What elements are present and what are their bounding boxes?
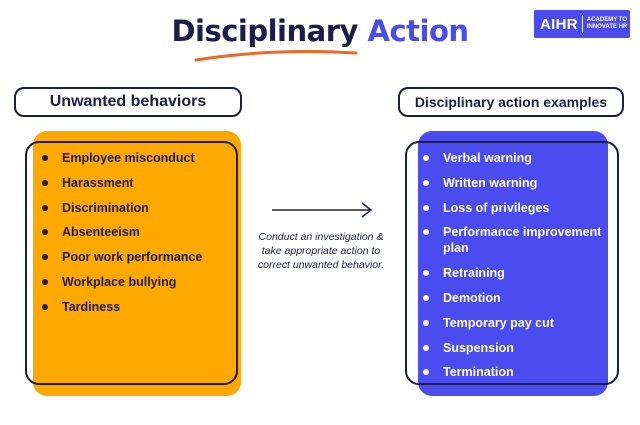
title-underline-swoosh: [194, 50, 358, 62]
list-item-label: Termination: [443, 365, 514, 380]
caption-line-2: take appropriate action to: [261, 245, 381, 257]
unwanted-behaviors-list: Employee misconduct Harassment Discrimin…: [37, 150, 237, 324]
list-item: Workplace bullying: [37, 274, 237, 299]
list-item: Discrimination: [37, 200, 237, 225]
list-item-label: Tardiness: [62, 299, 121, 314]
bullet-icon: [423, 319, 429, 326]
aihr-logo: AIHR ACADEMY TO INNOVATE HR: [534, 10, 630, 38]
list-item: Harassment: [37, 175, 237, 200]
list-item: Verbal warning: [418, 150, 618, 166]
unwanted-behaviors-header: Unwanted behaviors: [14, 87, 242, 117]
logo-tagline-line1: ACADEMY TO: [586, 17, 627, 23]
caption-line-1: Conduct an investigation &: [258, 231, 384, 243]
list-item-label: Temporary pay cut: [443, 315, 554, 330]
list-item: Performance improvement plan: [418, 224, 618, 256]
bullet-icon: [423, 204, 429, 211]
list-item-label: Performance improvement plan: [443, 225, 602, 256]
bullet-icon: [423, 294, 429, 301]
right-arrow-icon: [272, 202, 373, 218]
list-item-label: Harassment: [62, 175, 134, 190]
list-item-label: Discrimination: [62, 200, 149, 215]
caption-line-3: correct unwanted behavior.: [257, 259, 385, 271]
bullet-icon: [42, 155, 48, 161]
list-item-label: Poor work performance: [62, 250, 203, 265]
list-item-label: Demotion: [443, 290, 501, 305]
disciplinary-examples-outline: [405, 141, 619, 385]
list-item-label: Absenteeism: [62, 225, 140, 240]
list-item-label: Written warning: [443, 175, 538, 190]
bullet-icon: [423, 155, 429, 161]
list-item-label: Retraining: [443, 266, 505, 281]
logo-tagline: ACADEMY TO INNOVATE HR: [587, 17, 627, 31]
bullet-icon: [423, 179, 429, 186]
disciplinary-examples-header: Disciplinary action examples: [398, 87, 624, 117]
list-item: Tardiness: [37, 299, 237, 324]
list-item-label: Verbal warning: [443, 151, 532, 165]
unwanted-behaviors-outline: [25, 141, 238, 385]
logo-divider: [581, 15, 583, 33]
title-word-action: Action: [367, 14, 470, 48]
page-title: Disciplinary Action: [0, 14, 640, 48]
list-item: Employee misconduct: [37, 150, 237, 175]
bullet-icon: [42, 204, 48, 211]
bullet-icon: [42, 254, 48, 261]
list-item: Demotion: [418, 290, 618, 306]
bullet-icon: [423, 229, 429, 236]
list-item-label: Workplace bullying: [62, 274, 177, 289]
bullet-icon: [42, 179, 48, 186]
bullet-icon: [42, 278, 48, 285]
list-item: Suspension: [418, 340, 618, 356]
bullet-icon: [42, 229, 48, 236]
list-item: Termination: [418, 364, 618, 380]
logo-mark: AIHR: [540, 15, 578, 33]
list-item-label: Loss of privileges: [443, 200, 550, 215]
bullet-icon: [423, 270, 429, 277]
title-word-disciplinary: Disciplinary: [171, 14, 358, 48]
list-item-label: Employee misconduct: [62, 151, 195, 165]
list-item: Poor work performance: [37, 249, 237, 274]
list-item: Absenteeism: [37, 224, 237, 249]
list-item: Loss of privileges: [418, 200, 618, 216]
list-item-label: Suspension: [443, 340, 514, 355]
disciplinary-examples-panel: [418, 131, 608, 396]
list-item: Written warning: [418, 175, 618, 191]
list-item: Retraining: [418, 265, 618, 281]
logo-tagline-line2: INNOVATE HR: [586, 24, 628, 30]
bullet-icon: [423, 344, 429, 351]
unwanted-behaviors-panel: [33, 131, 241, 396]
bullet-icon: [423, 369, 429, 376]
disciplinary-examples-list: Verbal warning Written warning Loss of p…: [418, 150, 618, 389]
connector-caption: Conduct an investigation & take appropri…: [246, 230, 396, 272]
list-item: Temporary pay cut: [418, 315, 618, 331]
bullet-icon: [42, 303, 48, 310]
